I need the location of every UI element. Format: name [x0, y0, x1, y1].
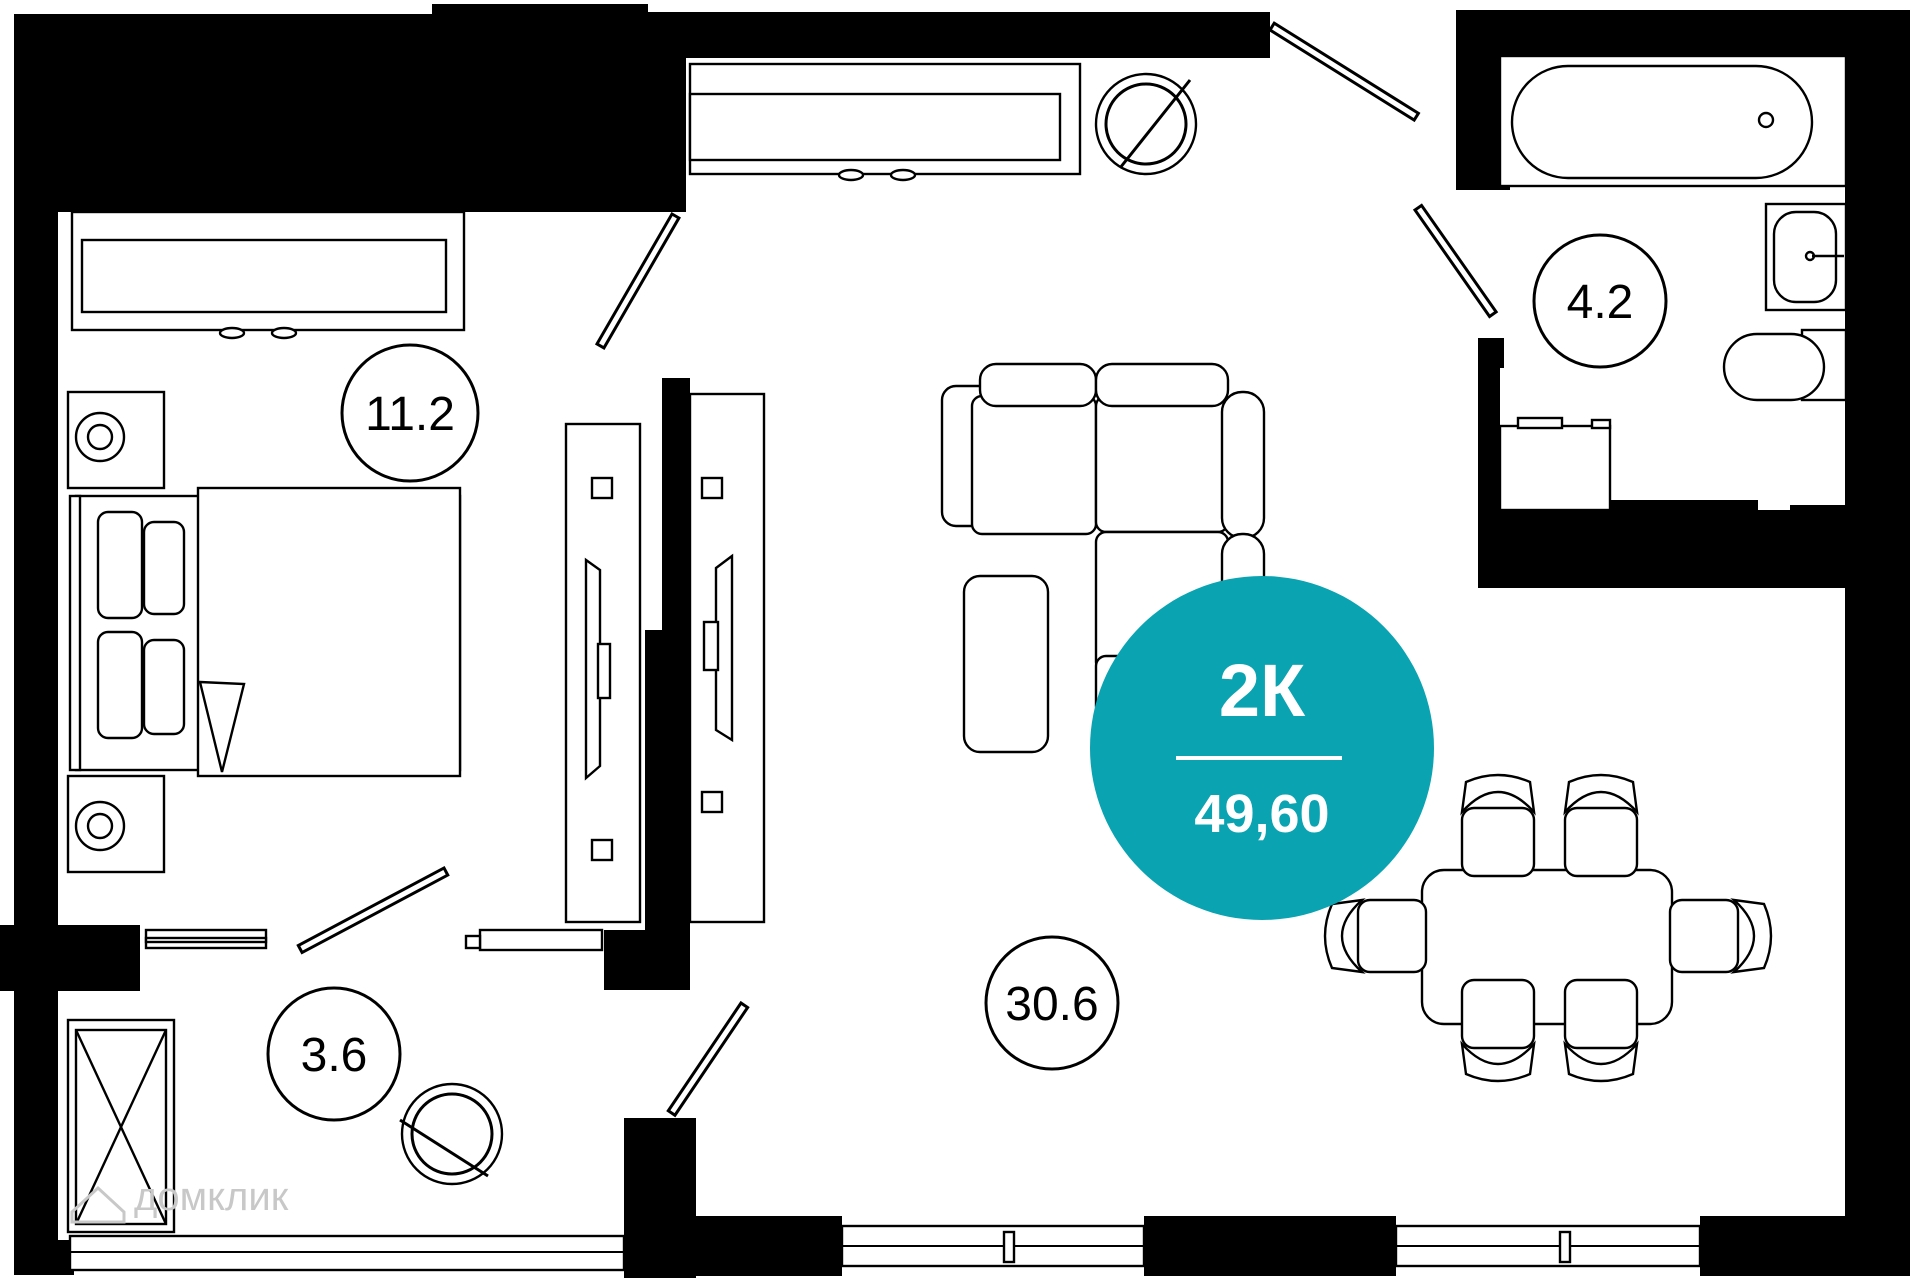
- walls: [0, 4, 1910, 1278]
- svg-text:3.6: 3.6: [301, 1029, 368, 1082]
- watermark: домклик: [70, 1175, 289, 1224]
- room-label-bedroom: 11.2: [340, 343, 480, 483]
- living-tv-stand: [688, 392, 766, 924]
- home-icon: [70, 1185, 126, 1224]
- bedroom-wardrobe: [70, 210, 466, 340]
- chair: [1563, 773, 1639, 878]
- bathtub: [1498, 54, 1848, 188]
- bedroom-tv-stand: [564, 422, 642, 924]
- room-label-hallway: 3.6: [266, 986, 402, 1122]
- chair: [1668, 898, 1773, 974]
- coffee-table: [962, 574, 1050, 754]
- svg-text:30.6: 30.6: [1005, 978, 1098, 1031]
- apartment-type: 2К: [1219, 649, 1306, 732]
- chair: [1460, 773, 1536, 878]
- washing-machine: [1094, 72, 1198, 176]
- chair: [1563, 978, 1639, 1083]
- doors: [144, 21, 1504, 1118]
- svg-text:домклик: домклик: [134, 1175, 289, 1219]
- chair: [1323, 898, 1428, 974]
- windows: [68, 1224, 1702, 1272]
- badge-circle: [1090, 576, 1434, 920]
- furniture: [66, 54, 1848, 1234]
- chair: [1460, 978, 1536, 1083]
- dining-set: [1323, 773, 1773, 1083]
- room-label-living: 30.6: [984, 935, 1120, 1071]
- room-label-bathroom: 4.2: [1532, 233, 1668, 369]
- bed: [68, 486, 462, 778]
- top-wardrobe: [688, 62, 1082, 182]
- total-area: 49,60: [1194, 784, 1329, 844]
- storage-box: [66, 1018, 176, 1234]
- nightstand-bottom: [66, 774, 166, 874]
- hallway-appliance: [399, 1082, 504, 1186]
- sink: [1764, 202, 1848, 312]
- svg-text:4.2: 4.2: [1567, 276, 1634, 329]
- nightstand-top: [66, 390, 166, 490]
- svg-text:11.2: 11.2: [365, 388, 455, 441]
- bath-cabinet: [1498, 416, 1612, 512]
- toilet: [1722, 328, 1848, 402]
- apartment-badge: 2К 49,60: [1090, 576, 1434, 920]
